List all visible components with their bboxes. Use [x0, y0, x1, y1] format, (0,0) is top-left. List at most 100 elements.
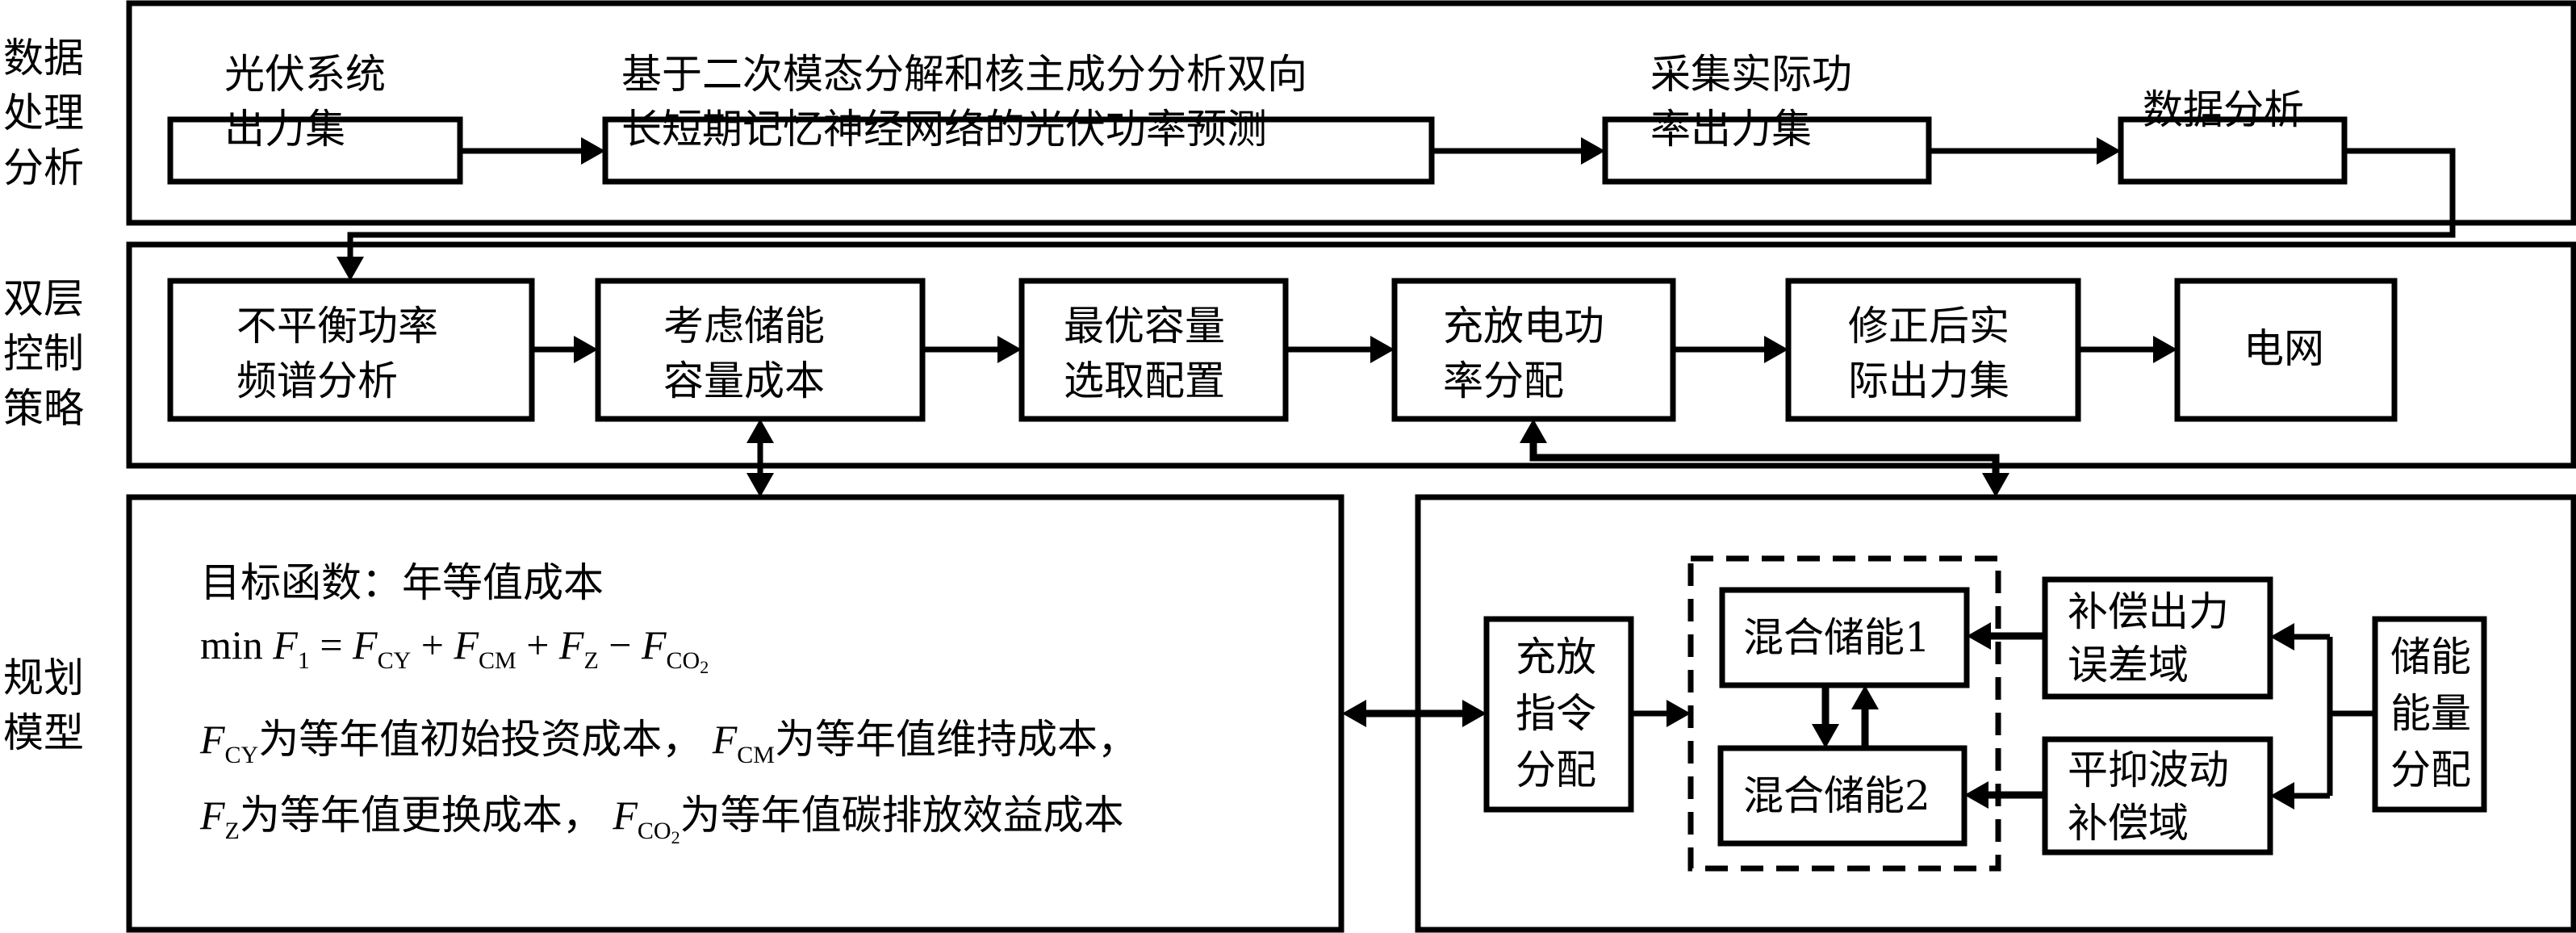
text-spectrum-line1: 不平衡功率	[236, 303, 438, 349]
formula-f1: F	[273, 622, 298, 667]
formula-plus-1: +	[420, 622, 444, 667]
formula-sub-cy: CY	[377, 647, 412, 674]
text-energy-line2: 能量	[2390, 690, 2471, 737]
arrowhead-command-to-hybrid	[1666, 700, 1691, 727]
desc-fz-text: 为等年值更换成本，	[239, 793, 603, 838]
section-label-data-processing: 数据处理分析	[3, 35, 84, 191]
text-pv-forecast-line2: 长短期记忆神经网络的光伏功率预测	[621, 106, 1267, 153]
formula-fz: F	[558, 622, 584, 667]
desc-fcy: F	[200, 717, 225, 762]
box-corrected-output	[1785, 278, 2081, 422]
desc-fcy-text: 为等年值初始投资成本，	[258, 717, 703, 762]
section-frame-data-processing	[126, 0, 2576, 226]
arrowhead-corrected-to-grid	[2153, 336, 2177, 363]
text-corrected-output-line1: 修正后实	[1848, 303, 2009, 349]
arrowhead-analysis-to-spectrum	[337, 257, 364, 281]
text-pv-output-set-line1: 光伏系统	[224, 51, 386, 98]
arrowhead-to-planning	[1342, 700, 1366, 727]
section-frame-dual-control	[126, 241, 2576, 469]
text-corrected-output-line2: 际出力集	[1848, 358, 2009, 404]
text-pv-forecast-line1: 基于二次模态分解和核主成分分析双向	[621, 51, 1307, 98]
arrowhead-spectrum-to-cost	[574, 336, 598, 363]
arrowhead-actual-to-analysis	[2097, 137, 2121, 165]
text-hybrid-storage-1: 混合储能1	[1743, 614, 1930, 661]
text-energy-line1: 储能	[2390, 634, 2471, 680]
formula-plus-2: +	[526, 622, 550, 667]
arrowhead-to-command	[1462, 700, 1487, 727]
formula-sub-cm: CM	[479, 647, 516, 674]
desc-fcm: F	[712, 717, 738, 762]
desc-sub-z: Z	[224, 818, 240, 844]
section-label-planning: 规划模型	[3, 655, 84, 756]
box-pv-forecast	[602, 116, 1435, 185]
text-pv-output-set-line2: 出力集	[224, 106, 345, 153]
text-hybrid-storage-2: 混合储能2	[1743, 772, 1930, 819]
desc-fcm-text: 为等年值维持成本，	[774, 717, 1138, 762]
arrowhead-allocation-to-corrected	[1764, 336, 1788, 363]
box-power-allocation	[1391, 278, 1676, 422]
text-fluctuation-line2: 补偿域	[2068, 800, 2189, 847]
desc-sub-cy: CY	[224, 742, 259, 768]
arrow-line-allocation-storage	[1529, 442, 2000, 475]
text-data-analysis: 数据分析	[2143, 86, 2304, 133]
formula-fcy: F	[353, 622, 378, 667]
arrowhead-cost-to-optimal	[997, 336, 1022, 363]
box-hybrid-storage-2	[1717, 745, 1968, 847]
formula-sub-co: CO	[666, 647, 700, 674]
arrowhead-cost-up	[746, 419, 774, 443]
box-grid	[2174, 278, 2398, 422]
text-command-line1: 充放	[1516, 634, 1596, 680]
desc-fco2-text: 为等年值碳排放效益成本	[680, 793, 1124, 838]
formula-fco2: F	[642, 622, 667, 667]
arrowhead-optimal-to-allocation	[1370, 336, 1395, 363]
section-label-dual-control: 双层控制策略	[3, 275, 84, 432]
text-spectrum-line2: 频谱分析	[236, 358, 398, 404]
text-energy-line3: 分配	[2390, 747, 2471, 793]
objective-title: 目标函数：年等值成本	[200, 559, 604, 606]
arrowhead-error-to-h1	[1967, 622, 1991, 650]
text-optimal-capacity-line2: 选取配置	[1064, 358, 1225, 404]
text-capacity-cost-line2: 容量成本	[663, 358, 825, 404]
text-actual-output-line2: 率出力集	[1650, 106, 1812, 153]
text-command-line2: 指令	[1516, 690, 1596, 737]
text-capacity-cost-line1: 考虑储能	[663, 303, 825, 349]
arrowhead-allocation-up	[1520, 419, 1547, 443]
arrowhead-energy-to-error	[2270, 623, 2294, 651]
text-command-line3: 分配	[1516, 747, 1596, 793]
description-line-1: FCY为等年值初始投资成本， FCM为等年值维持成本，	[200, 707, 1138, 769]
formula-sub-z: Z	[583, 647, 599, 674]
text-optimal-capacity-line1: 最优容量	[1064, 303, 1225, 349]
arrowhead-pv-to-forecast	[581, 137, 605, 165]
box-hybrid-storage-1	[1719, 587, 1970, 688]
text-error-domain-line2: 误差域	[2068, 642, 2189, 688]
formula-sub-1: 1	[297, 647, 310, 674]
description-line-2: FZ为等年值更换成本， FCO2为等年值碳排放效益成本	[200, 783, 1124, 848]
text-power-allocation-line1: 充放电功	[1443, 303, 1604, 349]
text-actual-output-line1: 采集实际功	[1650, 51, 1852, 98]
desc-sub-co: CO	[637, 818, 671, 844]
arrowhead-fluct-to-h2	[1964, 781, 1988, 809]
arrowhead-h2-to-h1	[1851, 685, 1879, 709]
arrowhead-energy-to-fluct	[2270, 782, 2294, 810]
text-error-domain-line1: 补偿出力	[2068, 588, 2229, 635]
arrowhead-planning-down	[746, 473, 774, 497]
section-frame-planning-objective	[126, 494, 1344, 933]
arrowhead-h1-to-h2	[1812, 724, 1839, 748]
text-power-allocation-line2: 率分配	[1443, 358, 1564, 404]
desc-fz: F	[200, 793, 225, 838]
box-error-domain	[2042, 576, 2273, 700]
objective-formula: min F1 = FCY + FCM + FZ − FCO2	[200, 621, 709, 678]
desc-fco2: F	[613, 793, 638, 838]
arrowhead-forecast-to-actual	[1581, 137, 1605, 165]
formula-min: min	[200, 622, 263, 667]
arrow-line-analysis-to-spectrum	[347, 148, 2456, 258]
text-fluctuation-line1: 平抑波动	[2068, 747, 2229, 793]
arrowhead-storage-down	[1982, 473, 2009, 497]
formula-sub-co-2: 2	[700, 657, 709, 677]
desc-sub-cm: CM	[737, 742, 775, 768]
formula-eq: =	[320, 622, 343, 667]
formula-minus: −	[608, 622, 632, 667]
text-grid: 电网	[2244, 325, 2324, 372]
desc-sub-co-2: 2	[671, 827, 680, 847]
